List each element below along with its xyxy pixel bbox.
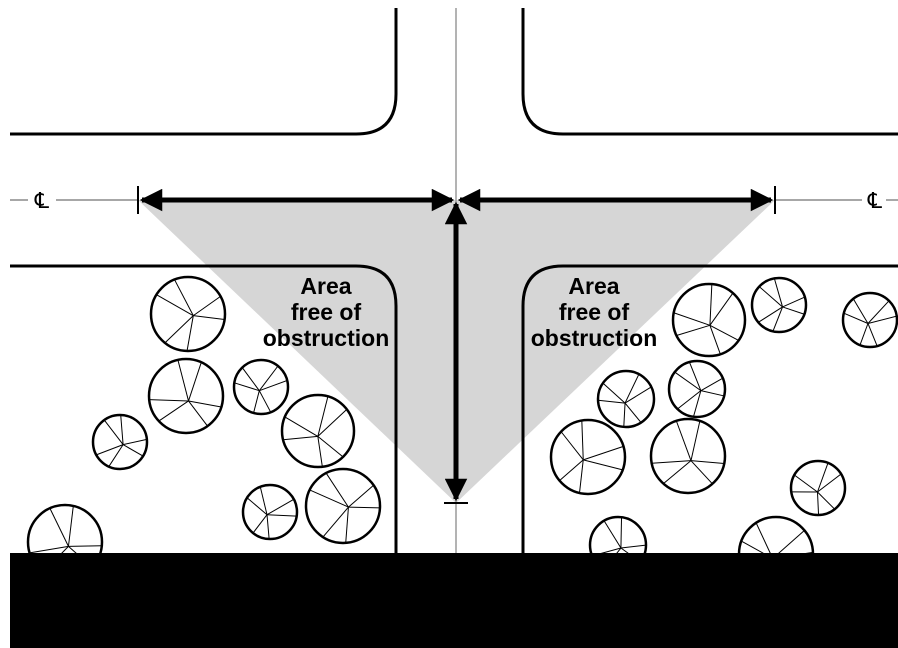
curb-bottom-right (521, 264, 898, 553)
tree-icon (750, 276, 808, 334)
tree-icon (596, 369, 656, 429)
curb-bottom-left (10, 264, 398, 553)
left-area-label: Area free of obstruction (263, 273, 390, 351)
foreground-band (10, 553, 898, 648)
right-label-line-3: obstruction (531, 325, 658, 351)
tree-icon (549, 418, 627, 496)
tree-icon (149, 275, 227, 353)
tree-icon (304, 467, 382, 545)
left-label-line-3: obstruction (263, 325, 390, 351)
tree-icon (147, 357, 225, 435)
centerline-symbol-right: ℄ (867, 189, 883, 214)
tree-icon (671, 282, 747, 358)
right-area-label: Area free of obstruction (531, 273, 658, 351)
tree-icon (280, 393, 356, 469)
left-label-line-2: free of (291, 299, 362, 325)
right-label-line-1: Area (568, 273, 619, 299)
curb-top-right (521, 8, 898, 136)
tree-icon (667, 359, 727, 419)
tree-icon (841, 291, 898, 349)
tree-icon (789, 459, 847, 517)
tree-icon (649, 417, 727, 495)
curb-top-left (10, 8, 398, 136)
tree-icon (232, 358, 290, 416)
tree-icon (91, 413, 149, 471)
left-label-line-1: Area (300, 273, 351, 299)
centerline-symbol-left: ℄ (34, 189, 50, 214)
right-label-line-2: free of (559, 299, 630, 325)
tree-icon (241, 483, 299, 541)
